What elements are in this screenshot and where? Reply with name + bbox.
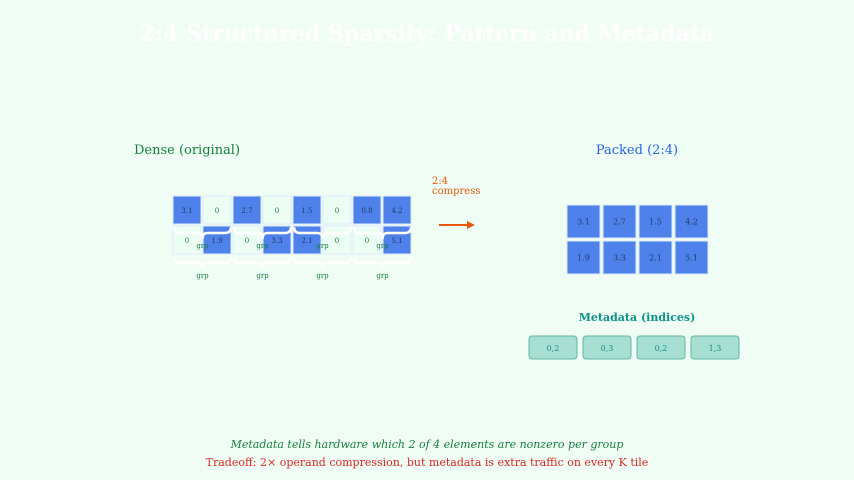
title: 2:4 Structured Sparsity: Pattern and Met… bbox=[140, 21, 715, 47]
group-brace bbox=[352, 226, 413, 240]
packed-cell-value: 5.1 bbox=[685, 254, 698, 263]
packed-cell-value: 3.1 bbox=[577, 218, 590, 227]
dense-cell-value: 0 bbox=[185, 237, 189, 245]
dense-cell-value: 3.3 bbox=[271, 237, 282, 245]
group-brace bbox=[292, 226, 353, 240]
metadata-value: 0,2 bbox=[655, 344, 668, 353]
dense-cell bbox=[352, 195, 382, 225]
group-brace bbox=[172, 226, 233, 240]
dense-cell bbox=[292, 195, 322, 225]
metadata-box bbox=[690, 335, 740, 360]
group-label: grp bbox=[196, 242, 209, 250]
arrow-label-1: 2:4 bbox=[432, 176, 448, 187]
packed-cell-value: 2.1 bbox=[649, 254, 662, 263]
dense-cell-value: 0 bbox=[335, 207, 339, 215]
dense-cell bbox=[172, 225, 202, 255]
dense-cell bbox=[262, 195, 292, 225]
dense-label: Dense (original) bbox=[134, 143, 240, 158]
group-label: grp bbox=[316, 242, 329, 250]
group-brace bbox=[292, 256, 353, 270]
group-label: grp bbox=[376, 242, 389, 250]
group-brace bbox=[232, 226, 293, 240]
group-label: grp bbox=[196, 272, 209, 280]
note-metadata: Metadata tells hardware which 2 of 4 ele… bbox=[230, 438, 624, 451]
dense-cell-value: 1.5 bbox=[301, 207, 312, 215]
packed-cell bbox=[602, 240, 637, 275]
group-braces: grp grp grp grp grp grp grp grp bbox=[172, 226, 413, 280]
dense-cell-value: 0 bbox=[215, 207, 219, 215]
dense-cell bbox=[232, 225, 262, 255]
dense-cell bbox=[352, 225, 382, 255]
metadata-label: Metadata (indices) bbox=[579, 311, 696, 324]
dense-cell-value: 3.1 bbox=[181, 207, 192, 215]
dense-cell bbox=[292, 225, 322, 255]
packed-cell bbox=[638, 204, 673, 239]
packed-cell bbox=[638, 240, 673, 275]
group-brace bbox=[352, 256, 413, 270]
dense-cell bbox=[202, 195, 232, 225]
metadata-box bbox=[636, 335, 686, 360]
metadata-box bbox=[582, 335, 632, 360]
packed-cell bbox=[566, 204, 601, 239]
dense-cell bbox=[172, 195, 202, 225]
dense-cell bbox=[382, 195, 412, 225]
dense-cell-value: 5.1 bbox=[391, 237, 402, 245]
group-brace bbox=[232, 256, 293, 270]
metadata-boxes: 0,2 0,3 0,2 1,3 bbox=[528, 335, 740, 360]
dense-cell bbox=[232, 195, 262, 225]
packed-cell-value: 2.7 bbox=[613, 218, 626, 227]
dense-matrix: 3.1 0 2.7 0 1.5 0 0.8 4.2 0 1.9 0 3.3 2.1 0 0 5.1 bbox=[172, 195, 412, 255]
dense-cell bbox=[382, 225, 412, 255]
note-tradeoff: Tradeoff: 2× operand compression, but me… bbox=[206, 456, 649, 469]
metadata-box bbox=[528, 335, 578, 360]
dense-cell-value: 1.9 bbox=[211, 237, 222, 245]
dense-cell-value: 2.7 bbox=[241, 207, 252, 215]
group-brace bbox=[172, 256, 233, 270]
dense-cell-value: 2.1 bbox=[301, 237, 312, 245]
dense-cell-value: 4.2 bbox=[391, 207, 402, 215]
packed-cell-value: 4.2 bbox=[685, 218, 698, 227]
packed-cell bbox=[566, 240, 601, 275]
dense-cell bbox=[322, 225, 352, 255]
packed-cell-value: 3.3 bbox=[613, 254, 626, 263]
group-label: grp bbox=[256, 242, 269, 250]
dense-cell-value: 0 bbox=[365, 237, 369, 245]
packed-cell-value: 1.5 bbox=[649, 218, 662, 227]
packed-cell bbox=[674, 204, 709, 239]
dense-cell-value: 0 bbox=[275, 207, 279, 215]
arrow-label-2: compress bbox=[432, 186, 480, 197]
compress-arrow-icon bbox=[439, 221, 475, 229]
group-label: grp bbox=[316, 272, 329, 280]
metadata-value: 1,3 bbox=[709, 344, 722, 353]
group-label: grp bbox=[256, 272, 269, 280]
packed-label: Packed (2:4) bbox=[596, 143, 678, 158]
metadata-value: 0,2 bbox=[547, 344, 560, 353]
group-label: grp bbox=[376, 272, 389, 280]
metadata-value: 0,3 bbox=[601, 344, 614, 353]
dense-cell bbox=[322, 195, 352, 225]
dense-cell-value: 0.8 bbox=[361, 207, 372, 215]
dense-cell bbox=[202, 225, 232, 255]
packed-cell-value: 1.9 bbox=[577, 254, 590, 263]
packed-cell bbox=[602, 204, 637, 239]
dense-cell-value: 0 bbox=[335, 237, 339, 245]
packed-matrix: 3.1 2.7 1.5 4.2 1.9 3.3 2.1 5.1 bbox=[566, 204, 709, 275]
dense-cell bbox=[262, 225, 292, 255]
packed-cell bbox=[674, 240, 709, 275]
dense-cell-value: 0 bbox=[245, 237, 249, 245]
